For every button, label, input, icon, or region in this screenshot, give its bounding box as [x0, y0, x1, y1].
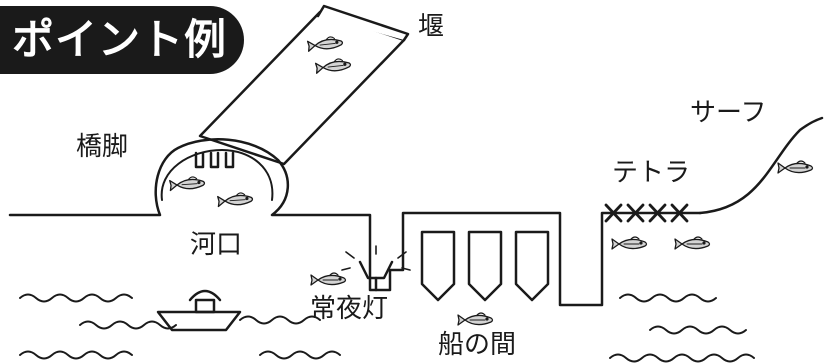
label-weir: 堰	[418, 12, 445, 42]
ground-line	[8, 138, 702, 307]
fish-icon	[168, 174, 207, 192]
label-river-mouth: 河口	[190, 230, 243, 260]
boat-icon	[156, 289, 242, 332]
tetrapod-icon	[604, 203, 689, 223]
label-bridge-pier: 橋脚	[76, 132, 129, 162]
label-between-boats: 船の間	[438, 330, 517, 360]
fish-icon	[673, 235, 711, 251]
fish-icon	[216, 190, 255, 208]
diagram-title: ポイント例	[12, 15, 228, 64]
bridge	[160, 149, 274, 201]
weir	[198, 4, 410, 166]
fish-icon	[309, 271, 347, 287]
wave-icon	[19, 293, 755, 363]
surf-slope	[698, 116, 824, 215]
fish-icon	[456, 311, 494, 327]
night-light-icon	[341, 245, 411, 292]
label-surf: サーフ	[690, 98, 767, 128]
label-night-light: 常夜灯	[310, 294, 389, 324]
title-badge: ポイント例	[0, 6, 244, 74]
label-tetrapod: テトラ	[612, 158, 691, 188]
fish-icon	[776, 159, 814, 175]
harbor-boats	[420, 230, 550, 302]
fish-icon	[610, 235, 648, 251]
